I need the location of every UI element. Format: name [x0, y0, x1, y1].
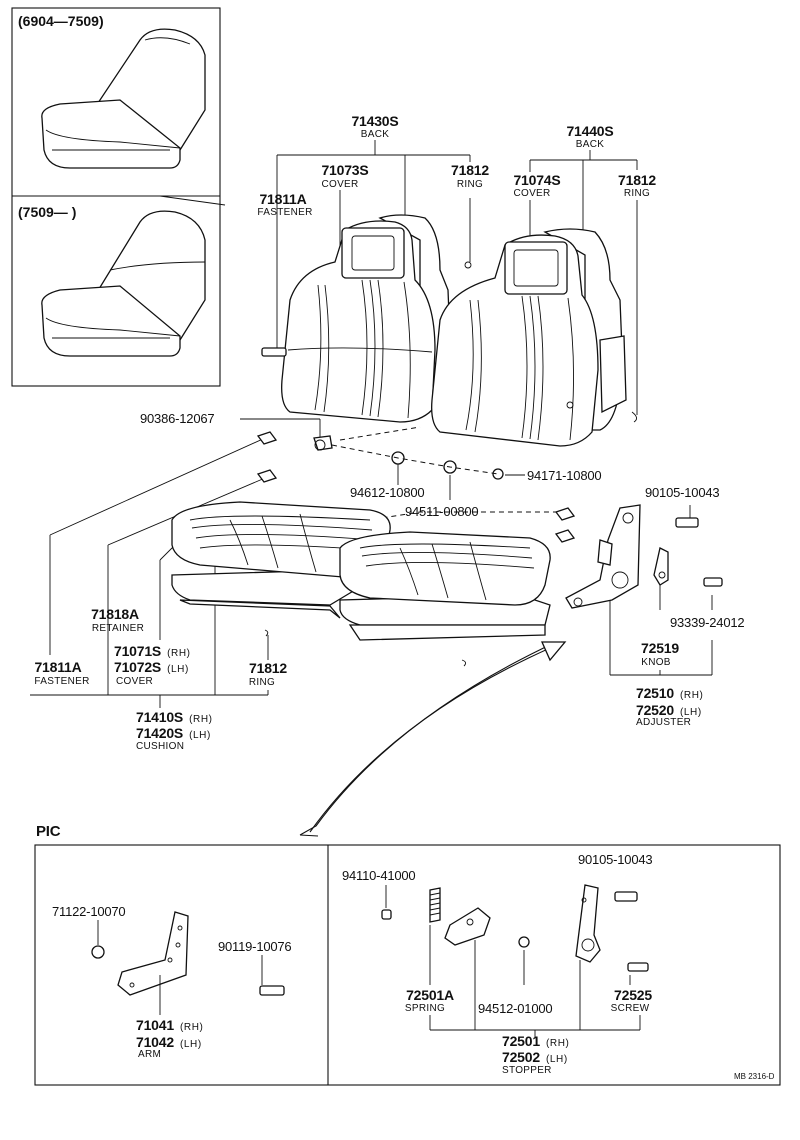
adjuster-lh: 72520 (LH) — [636, 703, 702, 720]
ring-back-rh-name: RING — [456, 179, 484, 190]
cover-cushion-rh: 71071S (RH) — [114, 644, 191, 661]
cover-back-rh-name: COVER — [321, 179, 359, 190]
arm-lh-number: 71042 — [136, 1034, 174, 1050]
code-94511-00800: 94511-00800 — [405, 504, 479, 519]
stopper-rh-tag: (RH) — [545, 1038, 570, 1049]
cover-back-rh-number: 71073S — [321, 162, 369, 178]
stopper-part — [381, 884, 649, 1038]
seat-back-lh — [431, 228, 637, 447]
adjuster-lh-tag: (LH) — [679, 707, 702, 718]
stopper-lh-tag: (LH) — [545, 1054, 568, 1065]
inset-label-early: (6904—7509) — [18, 13, 104, 29]
spring-name: SPRING — [404, 1003, 446, 1014]
cushion-lh: 71420S (LH) — [136, 726, 211, 743]
pic-label: PIC — [36, 823, 61, 840]
cover-cushion-lh-tag: (LH) — [167, 664, 189, 675]
cover-back-lh-number: 71074S — [513, 172, 561, 188]
back-lh-number: 71440S — [566, 123, 614, 139]
fastener-cushion-number: 71811A — [34, 659, 82, 675]
ring-cushion-name: RING — [248, 677, 276, 688]
code-90119-10076: 90119-10076 — [218, 939, 292, 954]
cushion-rh — [171, 501, 391, 619]
pic-box — [34, 844, 781, 1086]
adjuster-lh-number: 72520 — [636, 702, 674, 718]
cover-back-lh-name: COVER — [513, 188, 551, 199]
stopper-lh: 72502 (LH) — [502, 1050, 568, 1067]
arm-lh-tag: (LH) — [179, 1039, 202, 1050]
reference-arrow — [299, 641, 567, 837]
cushion-lh-number: 71420S — [136, 725, 184, 741]
screw-name: SCREW — [610, 1003, 650, 1014]
knob-name: KNOB — [641, 657, 671, 668]
code-90105-10043-pic: 90105-10043 — [578, 852, 653, 867]
inset-label-late: (7509— ) — [18, 204, 77, 220]
code-71122-10070: 71122-10070 — [52, 904, 126, 919]
ring-cushion-number: 71812 — [249, 660, 287, 676]
cover-cushion-rh-number: 71071S — [114, 643, 162, 659]
ring-back-lh-name: RING — [623, 188, 651, 199]
code-93339-24012: 93339-24012 — [670, 615, 745, 630]
code-94512-01000: 94512-01000 — [478, 1001, 553, 1016]
stopper-name: STOPPER — [502, 1065, 552, 1076]
cushion-lh — [339, 531, 551, 641]
adjuster-name: ADJUSTER — [636, 717, 692, 728]
back-rh-name: BACK — [360, 129, 390, 140]
spring-number: 72501A — [406, 987, 454, 1003]
cushion-rh-number: 71410S — [136, 709, 184, 725]
arm-lh: 71042 (LH) — [136, 1035, 202, 1052]
cover-cushion-lh: 71072S (LH) — [114, 660, 189, 677]
adjuster-rh-tag: (RH) — [679, 690, 704, 701]
seat-thumbnail-late — [41, 210, 206, 357]
arm-part — [91, 911, 285, 1015]
ring-back-lh-number: 71812 — [618, 172, 656, 188]
stopper-rh: 72501 (RH) — [502, 1034, 569, 1051]
fastener-back-name: FASTENER — [257, 207, 313, 218]
adjuster-assembly — [565, 504, 723, 609]
seat-back-rh — [261, 214, 472, 423]
stopper-lh-number: 72502 — [502, 1049, 540, 1065]
code-94171-10800: 94171-10800 — [527, 468, 602, 483]
arm-name: ARM — [138, 1049, 162, 1060]
ring-back-rh-number: 71812 — [451, 162, 489, 178]
stopper-rh-number: 72501 — [502, 1033, 540, 1049]
arm-rh-tag: (RH) — [179, 1022, 204, 1033]
cushion-rh: 71410S (RH) — [136, 710, 213, 727]
drawing-id: MB 2316-D — [734, 1072, 775, 1081]
back-rh-number: 71430S — [351, 113, 399, 129]
retainer-number: 71818A — [91, 606, 139, 622]
screw-number: 72525 — [614, 987, 652, 1003]
inset-box — [11, 7, 226, 387]
code-94612-10800: 94612-10800 — [350, 485, 425, 500]
code-94110-41000: 94110-41000 — [342, 868, 416, 883]
retainer-name: RETAINER — [91, 623, 145, 634]
arm-rh: 71041 (RH) — [136, 1018, 203, 1035]
code-90105-10043: 90105-10043 — [645, 485, 720, 500]
back-lh-name: BACK — [575, 139, 605, 150]
knob-number: 72519 — [641, 640, 679, 656]
cover-cushion-name: COVER — [116, 676, 154, 687]
hardware-bits — [256, 426, 576, 667]
fastener-back-number: 71811A — [259, 191, 307, 207]
seat-thumbnail-early — [41, 28, 206, 169]
fastener-cushion-name: FASTENER — [34, 676, 90, 687]
arm-rh-number: 71041 — [136, 1017, 174, 1033]
cover-cushion-rh-tag: (RH) — [167, 648, 191, 659]
code-90386-12067: 90386-12067 — [140, 411, 215, 426]
cover-cushion-lh-number: 71072S — [114, 659, 162, 675]
cushion-name: CUSHION — [136, 741, 185, 752]
adjuster-rh-number: 72510 — [636, 685, 674, 701]
cushion-lh-tag: (LH) — [189, 730, 211, 741]
adjuster-rh: 72510 (RH) — [636, 686, 703, 703]
cushion-rh-tag: (RH) — [189, 714, 213, 725]
